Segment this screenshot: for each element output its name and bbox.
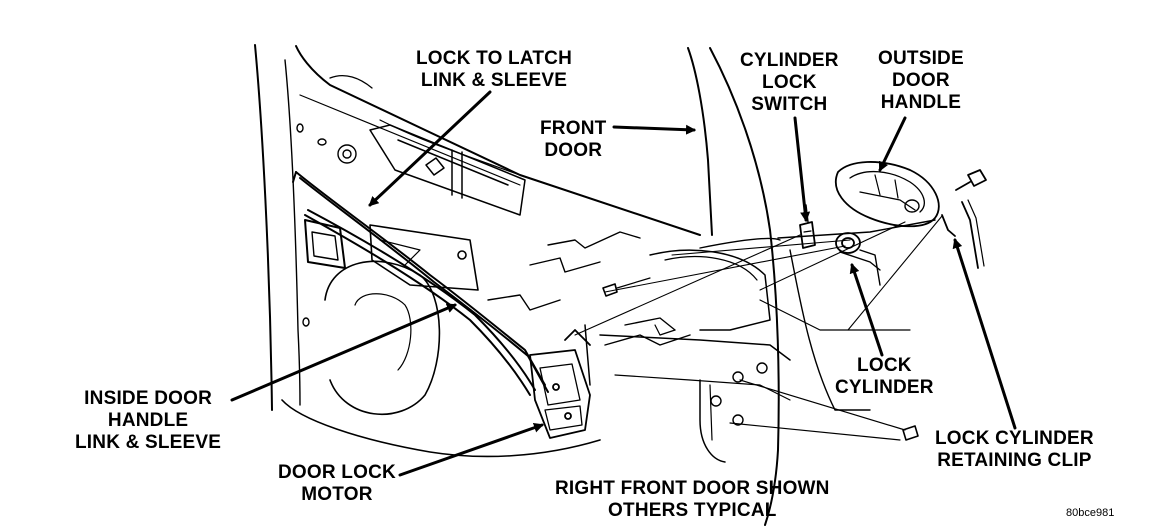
caption: RIGHT FRONT DOOR SHOWN OTHERS TYPICAL [555,478,830,521]
arrow-lock-to-latch [368,90,492,207]
bolt-right [729,379,919,441]
panel-holes [296,123,357,327]
door-inner-panel [254,44,701,458]
window-pocket [369,124,526,216]
alignment-lines [574,215,943,336]
label-outside-door-handle: OUTSIDE DOOR HANDLE [878,48,964,113]
mounting-holes [710,362,768,426]
door-lower-structure [599,249,791,463]
door-outer-skin [687,47,936,526]
label-cylinder-lock-switch: CYLINDER LOCK SWITCH [740,50,839,115]
arrow-outside-handle [878,116,907,172]
latch-bracket [369,224,479,291]
label-lock-cylinder-retaining-clip: LOCK CYLINDER RETAINING CLIP [935,428,1094,471]
figure-code: 80bce981 [1066,507,1115,519]
break-lines [487,231,691,346]
label-door-lock-motor: DOOR LOCK MOTOR [278,462,396,505]
arrow-retaining-clip [952,238,1017,430]
arrow-inside-handle [230,303,457,402]
label-lock-to-latch: LOCK TO LATCH LINK & SLEEVE [416,48,572,91]
arrow-cylinder-switch [793,116,811,222]
door-lock-motor-assembly [529,324,591,439]
speaker-opening [324,260,441,416]
arrow-front-door [612,124,696,135]
inside-handle-bezel [304,219,346,269]
arrow-door-lock-motor [398,422,544,477]
key-and-clip [941,169,987,269]
cylinder-lock-switch [799,204,816,249]
label-front-door: FRONT DOOR [540,118,607,161]
label-lock-cylinder: LOCK CYLINDER [835,355,934,398]
arrow-lock-cylinder [849,263,884,357]
leader-arrows [230,90,1017,477]
label-inside-door-handle: INSIDE DOOR HANDLE LINK & SLEEVE [75,388,222,453]
screw-left [602,277,651,297]
outside-door-handle [835,161,940,228]
